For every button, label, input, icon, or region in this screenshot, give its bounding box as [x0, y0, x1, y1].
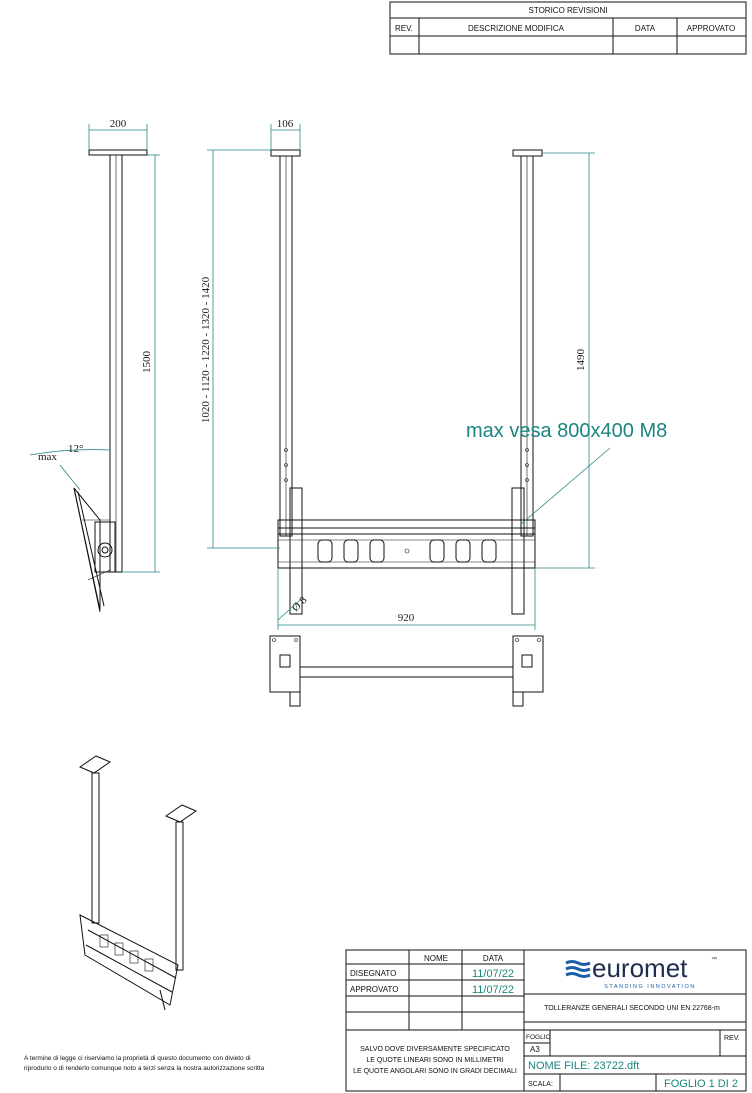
top-view	[269, 635, 544, 707]
general-note-line1: SALVO DOVE DIVERSAMENTE SPECIFICATO	[360, 1046, 510, 1053]
pole-holes	[284, 448, 529, 482]
brand-tagline: STANDING INNOVATION	[604, 984, 695, 990]
euromet-logo: euromet ™ STANDING INNOVATION	[565, 953, 717, 990]
isometric-view	[78, 755, 198, 1011]
approved-header: APPROVATO	[687, 24, 735, 33]
copyright-line1: A termine di legge ci riserviamo la prop…	[24, 1055, 251, 1062]
sheet-number: FOGLIO 1 DI 2	[664, 1078, 738, 1090]
approved-label: APPROVATO	[350, 985, 398, 994]
sheet-size-label: FOGLIO	[526, 1034, 551, 1041]
name-column-header: NOME	[424, 954, 448, 963]
approved-date: 11/07/22	[472, 984, 514, 996]
vesa-note: max vesa 800x400 M8	[466, 420, 667, 442]
rev-header: REV.	[395, 24, 413, 33]
front-heights-dimension: 1020 - 1120 - 1220 - 1320 - 1420	[200, 276, 212, 423]
side-view: 200 1500 max 12°	[29, 118, 160, 613]
file-name: NOME FILE: 23722.dft	[528, 1060, 639, 1072]
brand-name: euromet	[592, 953, 688, 983]
general-note-line3: LE QUOTE ANGOLARI SONO IN GRADI DECIMALI	[353, 1068, 517, 1075]
front-right-height-dimension: 1490	[575, 349, 587, 372]
title-block: NOME DATA DISEGNATO 11/07/22 APPROVATO 1…	[345, 949, 747, 1092]
bottom-width-dimension: 920	[398, 612, 415, 624]
sheet-size-value: A3	[530, 1045, 540, 1054]
drawn-date: 11/07/22	[472, 968, 514, 980]
brand-trademark: ™	[711, 956, 717, 963]
tilt-angle-dimension: 12°	[68, 443, 83, 455]
revision-table-title: STORICO REVISIONI	[529, 6, 608, 15]
drawn-label: DISEGNATO	[350, 969, 396, 978]
revision-table: STORICO REVISIONI REV. DESCRIZIONE MODIF…	[389, 1, 747, 55]
revision-label: REV.	[724, 1035, 740, 1042]
date-header: DATA	[635, 24, 656, 33]
general-note-line2: LE QUOTE LINEARI SONO IN MILLIMETRI	[366, 1057, 503, 1064]
tilt-max-label: max	[38, 451, 57, 463]
hole-diameter-dimension: Ø 8	[290, 594, 310, 614]
scale-label: SCALA:	[528, 1081, 553, 1088]
description-header: DESCRIZIONE MODIFICA	[468, 24, 565, 33]
date-column-header: DATA	[483, 954, 504, 963]
copyright-line2: riprodurlo o di renderlo comunque noto a…	[24, 1065, 265, 1072]
front-view: 106 1020 - 1120 - 1220 - 1320 - 1420 149…	[200, 118, 667, 630]
side-width-dimension: 200	[110, 118, 127, 130]
tolerance-note: TOLLERANZE GENERALI SECONDO UNI EN 22768…	[544, 1005, 720, 1012]
side-height-dimension: 1500	[141, 351, 153, 374]
front-width-dimension: 106	[277, 118, 294, 130]
